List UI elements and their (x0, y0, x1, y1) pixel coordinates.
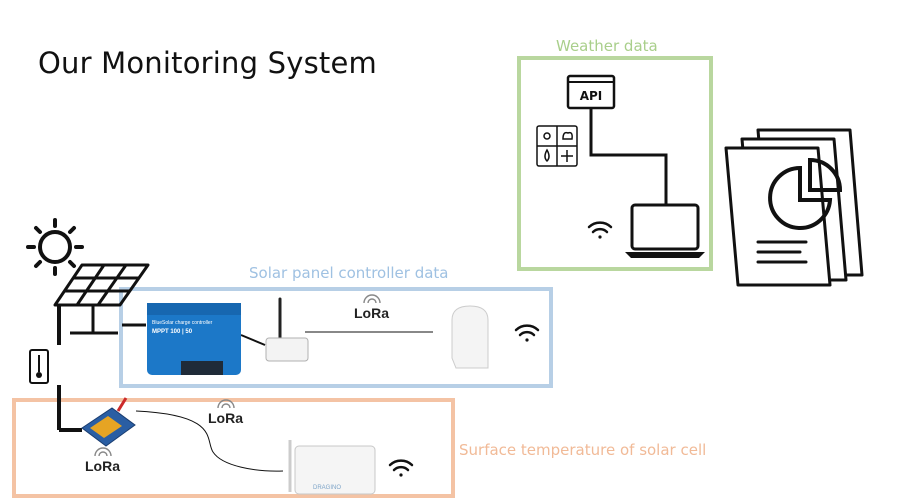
api-laptop-connection (589, 108, 668, 205)
gateway-device: DRAGINO (288, 440, 376, 495)
thermometer-icon (29, 349, 49, 384)
surface-temperature-box (12, 398, 455, 498)
lora-text: LoRa (85, 458, 120, 474)
weather-data-box (517, 56, 713, 271)
sun-icon (26, 218, 84, 276)
temperature-sensor-board-icon (81, 397, 136, 447)
lora-label-solar: LoRa (354, 294, 389, 321)
report-text-lines (756, 240, 808, 264)
lora-waves-icon (362, 294, 381, 304)
wifi-icon (514, 324, 540, 342)
controller-brand-text: BlueSolar charge controller (152, 320, 213, 326)
page-title: Our Monitoring System (38, 46, 377, 80)
lora-text: LoRa (208, 410, 243, 426)
lora-label-temperature-bottom: LoRa (85, 447, 120, 474)
lora-waves-icon (93, 447, 112, 457)
lora-gateway-icon (451, 305, 489, 369)
lora-transmitter-device (265, 297, 309, 362)
solar-panel-icon (53, 263, 150, 335)
wifi-icon (587, 221, 613, 239)
solar-controller-label: Solar panel controller data (249, 264, 449, 282)
gateway-brand-text: DRAGINO (313, 485, 341, 491)
lora-text: LoRa (354, 305, 389, 321)
controller-model-text: MPPT 100 | 50 (152, 329, 193, 335)
weather-grid-icon (536, 125, 578, 167)
pie-chart-icon (768, 157, 843, 230)
surface-temperature-label: Surface temperature of solar cell (459, 441, 707, 459)
api-label: API (580, 89, 603, 103)
laptop-icon (625, 203, 705, 258)
weather-data-label: Weather data (556, 37, 658, 55)
charge-controller-device: BlueSolar charge controller MPPT 100 | 5… (147, 303, 241, 375)
wifi-icon (388, 459, 414, 477)
connection-lines (57, 305, 433, 472)
solar-controller-box (119, 287, 553, 388)
lora-label-temperature-top: LoRa (208, 399, 243, 426)
lora-waves-icon (216, 399, 235, 409)
api-icon: API (566, 74, 616, 110)
